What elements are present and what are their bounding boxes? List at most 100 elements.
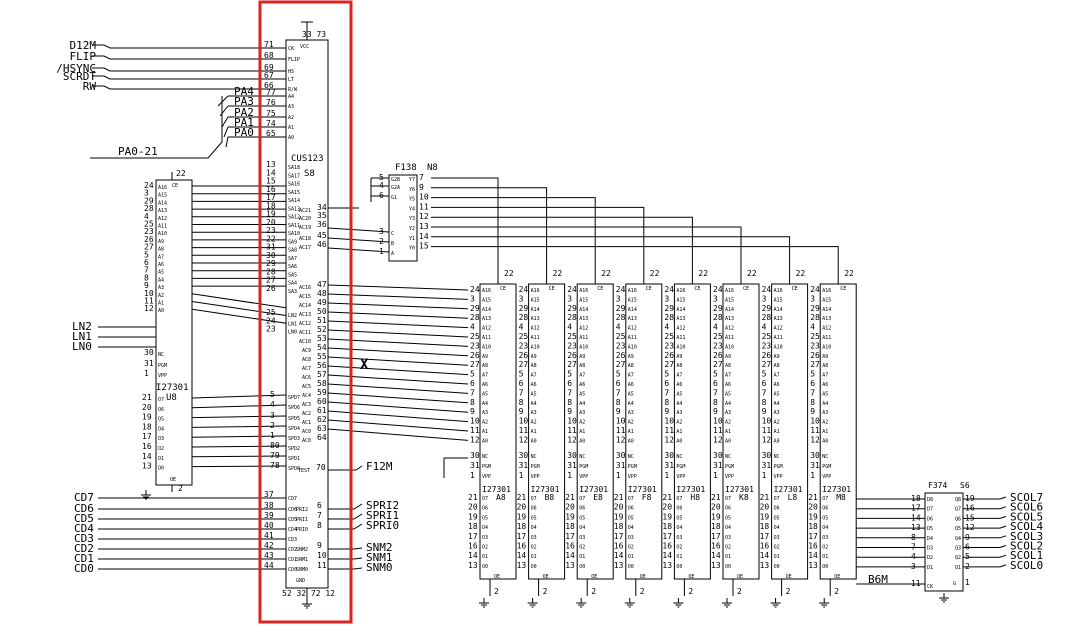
latch-d-pin-2: 14 [911, 513, 921, 522]
left-rom-data-wire [191, 415, 287, 419]
scol-signal-4: SCOL3 [1010, 530, 1043, 543]
rom-K8-addr-label-2: A14 [725, 307, 734, 313]
rom-K8-ce-label: CE [743, 286, 749, 292]
control-wire [92, 75, 286, 80]
rom-B8-addr-pin-11: 7 [519, 388, 524, 397]
spd-label-1: SPD6 [288, 405, 300, 411]
rom-H8-addr-label-11: A5 [676, 391, 682, 397]
test-wire [328, 465, 363, 471]
rom-E8-location: E8 [593, 493, 603, 502]
rom-M8-location: M8 [836, 493, 846, 502]
rom-A8-addr-label-6: A10 [482, 344, 491, 350]
latch-q-label-0: Q8 [955, 497, 961, 503]
spri-signal-2: SPRI0 [366, 519, 399, 532]
rom-B8-data-pin-4: 17 [517, 532, 527, 541]
snm-pin-1: 10 [317, 551, 327, 560]
pa-label-4: A0 [288, 135, 294, 141]
rom-H8-oe-pin: 2 [688, 587, 693, 596]
rom-A8-addr-label-5: A11 [482, 335, 491, 341]
sa-pin-14: 27 [266, 276, 276, 285]
snm-label-0: SNM2 [296, 547, 308, 553]
rom-E8-addr-pin-2: 29 [567, 304, 577, 313]
rom-L8-addr-pin-9: 5 [762, 370, 767, 379]
rom-L8-addr-label-14: A2 [774, 420, 780, 426]
rom-M8-addr-pin-7: 26 [810, 351, 820, 360]
ac-bus-wire [327, 401, 469, 413]
rom-M8-data-pin-1: 20 [808, 503, 818, 512]
rom-L8-addr-pin-5: 25 [762, 332, 772, 341]
left-rom-data-pin-0: 21 [142, 393, 152, 402]
rom-E8-data-label-6: O1 [579, 554, 585, 560]
rom-H8-data-label-3: O4 [676, 525, 682, 531]
decoder-in-pin-5: 1 [379, 247, 384, 256]
rom-B8-ce-pin: 22 [553, 269, 563, 278]
rom-M8-addr-pin-8: 27 [810, 360, 820, 369]
left-rom-addr-pin-1: 3 [144, 189, 149, 198]
left-rom-data-pin-2: 19 [142, 413, 152, 422]
rom-F8-data-label-6: O1 [628, 554, 634, 560]
rom-A8-addr-pin-2: 29 [470, 304, 480, 313]
pa-signal-2: PA2 [234, 106, 254, 119]
cd-signal-5: CD2 [74, 542, 94, 555]
rom-F8-data-pin-7: 13 [614, 561, 624, 570]
cd-label-2: CD5 [288, 517, 297, 523]
left-rom-addr-label-9: A7 [158, 254, 164, 260]
rom-M8-ctrl-pin-1: 31 [810, 461, 820, 470]
rom-M8-addr-pin-16: 12 [810, 435, 820, 444]
rom-E8-ce-label: CE [597, 286, 603, 292]
snm-wire [328, 557, 363, 560]
rom-A8-addr-label-4: A12 [482, 326, 491, 332]
control-label-2: HS [288, 69, 294, 75]
rom-A8-addr-pin-13: 9 [470, 407, 475, 416]
cd-pin-3: 40 [264, 521, 274, 530]
rom-M8-addr-label-4: A12 [822, 326, 831, 332]
scol-wire [963, 554, 1007, 558]
ac-pin-22: 64 [317, 433, 327, 442]
rom-F8-data-label-7: O0 [628, 564, 634, 570]
rom-L8-addr-label-10: A6 [774, 382, 780, 388]
rom-A8-addr-pin-1: 3 [470, 294, 475, 303]
rom-B8-data-label-3: O4 [531, 525, 537, 531]
rom-L8-data-pin-1: 20 [760, 503, 770, 512]
snm-pin-2: 11 [317, 561, 327, 570]
rom-K8-addr-label-5: A11 [725, 335, 734, 341]
rom-M8-addr-label-7: A9 [822, 354, 828, 360]
rom-K8-data-pin-3: 18 [711, 522, 721, 531]
rom-A8-addr-pin-11: 7 [470, 388, 475, 397]
rom-B8-addr-label-0: A16 [531, 288, 540, 294]
rom-E8-data-pin-0: 21 [565, 493, 575, 502]
rom-A8-addr-pin-4: 4 [470, 323, 475, 332]
rom-H8-ce-wire [431, 216, 693, 284]
rom-H8-addr-label-5: A11 [676, 335, 685, 341]
chips-layer [155, 39, 964, 592]
rom-H8-data-pin-0: 21 [662, 493, 672, 502]
left-rom-ce-pin: 22 [176, 169, 186, 178]
snm-signal-0: SNM2 [366, 541, 393, 554]
rom-K8-addr-pin-7: 26 [713, 351, 723, 360]
rom-E8-data-pin-3: 18 [565, 522, 575, 531]
rom-L8-ctrl-label-0: NC [774, 454, 780, 460]
rom-H8-addr-label-13: A3 [676, 410, 682, 416]
rom-H8-addr-pin-8: 27 [664, 360, 674, 369]
rom-M8-addr-label-8: A8 [822, 363, 828, 369]
pa-bus-entry [219, 105, 229, 117]
rom-L8-addr-pin-13: 9 [762, 407, 767, 416]
spd-pin-6: 79 [270, 451, 280, 460]
rom-A8-data-pin-3: 18 [468, 522, 478, 531]
rom-K8-addr-label-9: A7 [725, 373, 731, 379]
scol-wire [963, 564, 1007, 568]
scol-wire [963, 525, 1007, 529]
rom-K8-addr-label-3: A13 [725, 316, 734, 322]
rom-H8-addr-pin-4: 4 [664, 323, 669, 332]
rom-E8-addr-label-7: A9 [579, 354, 585, 360]
rom-L8-addr-pin-16: 12 [762, 435, 772, 444]
sa-label-9: SA9 [288, 239, 297, 245]
latch-d-pin-3: 13 [911, 523, 921, 532]
left-rom-data-wire [191, 455, 287, 458]
rom-B8-data-pin-6: 14 [517, 551, 527, 560]
ac-pin-3: 45 [317, 231, 327, 240]
rom-K8-ctrl-label-2: VPP [725, 474, 734, 480]
rom-F8-addr-label-13: A3 [628, 410, 634, 416]
rom-B8-addr-pin-9: 5 [519, 370, 524, 379]
spd-pin-7: 78 [270, 461, 280, 470]
